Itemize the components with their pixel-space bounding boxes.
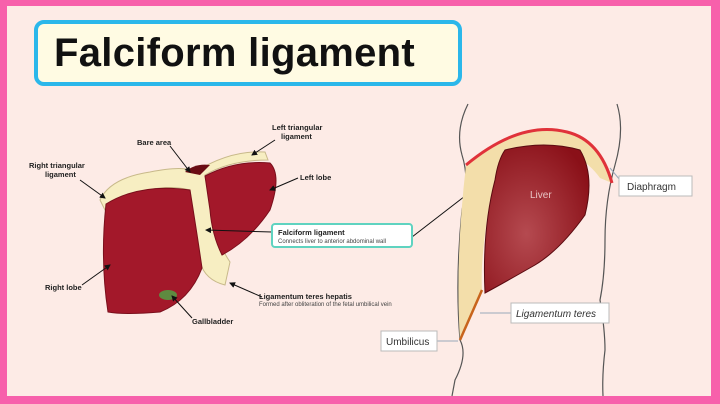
label-left-triangular-2: ligament (281, 132, 312, 141)
right-lobe (102, 187, 203, 314)
label-right-lobe: Right lobe (45, 283, 82, 292)
label-right-triangular-1: Right triangular (29, 161, 85, 170)
label-right-triangular-2: ligament (45, 170, 76, 179)
label-liver: Liver (530, 190, 552, 201)
label-gallbladder: Gallbladder (192, 317, 233, 326)
label-ligamentum-teres: Ligamentum teres (516, 309, 596, 320)
label-diaphragm: Diaphragm (627, 182, 676, 193)
label-left-lobe: Left lobe (300, 173, 331, 182)
label-teres-hepatis-sub: Formed after obliteration of the fetal u… (259, 302, 392, 308)
label-umbilicus: Umbilicus (386, 337, 429, 348)
umbilicus-box (380, 330, 438, 352)
diaphragm-box (618, 175, 693, 197)
falciform-callout-box (271, 223, 413, 248)
left-lobe (204, 162, 277, 256)
bare-area (185, 164, 210, 175)
diaphragm-line (465, 128, 614, 184)
ligamentum-teres-line (458, 289, 484, 341)
ligamentum-teres-box (510, 302, 610, 324)
liver-anterior-diagram: Bare area Left triangular ligament Right… (29, 123, 479, 326)
slide-title: Falciform ligament (54, 30, 416, 75)
label-teres-hepatis: Ligamentum teres hepatis (259, 292, 352, 301)
title-box: Falciform ligament (34, 20, 462, 86)
label-bare-area: Bare area (137, 138, 172, 147)
body-outline-right (599, 103, 622, 397)
liver-sagittal (483, 144, 590, 294)
label-falciform: Falciform ligament (278, 228, 345, 237)
label-left-triangular-1: Left triangular (272, 123, 323, 132)
sagittal-diagram: Liver Diaphragm Ligamentum teres Umbilic… (380, 103, 693, 397)
label-falciform-sub: Connects liver to anterior abdominal wal… (278, 239, 386, 245)
